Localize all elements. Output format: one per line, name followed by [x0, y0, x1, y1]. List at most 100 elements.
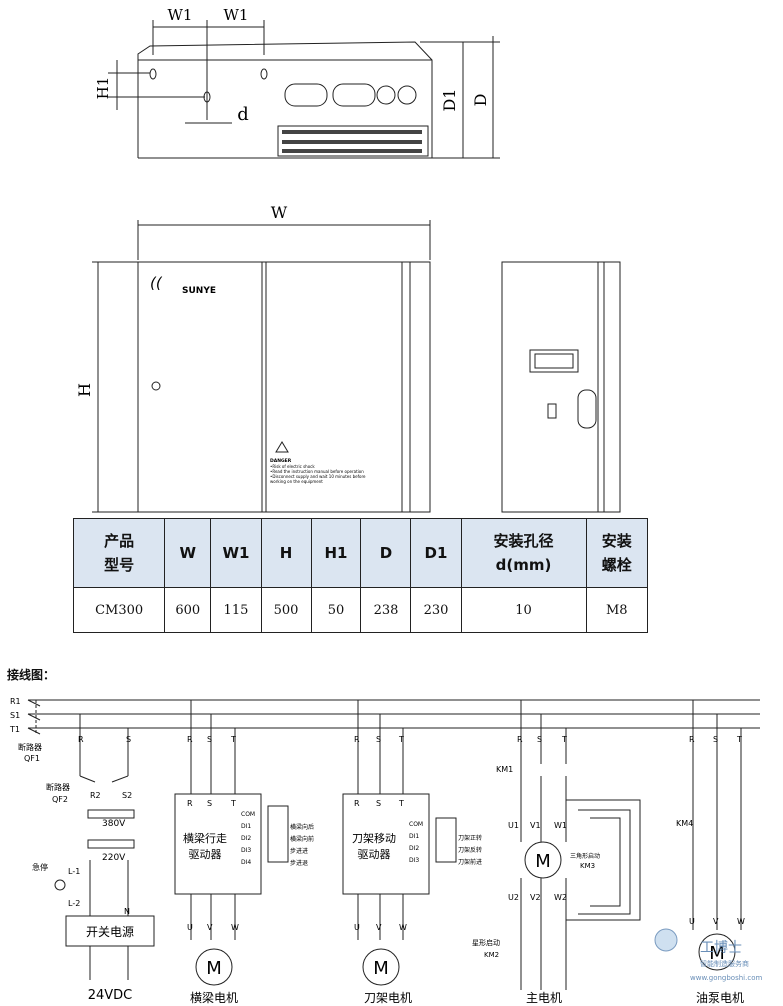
km1-label: KM1 [496, 765, 513, 774]
d2-w: W [399, 923, 407, 932]
km3-label: KM3 [580, 862, 595, 870]
header-h: H [260, 518, 312, 588]
qf1-code: QF1 [24, 754, 40, 763]
ps-l2: L-2 [68, 899, 80, 908]
bus-s1: S1 [10, 711, 20, 720]
d1-w: W [231, 923, 239, 932]
drive1-di1: DI1 [241, 823, 251, 830]
cell-h: 500 [260, 587, 312, 633]
d2-in-t: T [398, 799, 404, 808]
d-label: D [471, 94, 490, 107]
d1-t: T [230, 735, 236, 744]
warning-line-4: working on the equipment [270, 479, 323, 484]
star-label: 三角形启动 [570, 852, 600, 860]
ps-s2: S2 [122, 791, 132, 800]
estop-label: 急停 [32, 862, 48, 872]
cell-w1: 115 [210, 587, 262, 633]
d1-in-s: S [207, 799, 212, 808]
top-view-drawing: W1 W1 H1 d D1 D [94, 6, 500, 159]
drive2-title-1: 刀架移动 [352, 832, 396, 845]
cell-w: 600 [164, 587, 212, 633]
bus-t1: T1 [9, 725, 20, 734]
drive1-di4: DI4 [241, 859, 251, 866]
ps-l1: L-1 [68, 867, 80, 876]
drive1-title-2: 驱动器 [189, 848, 222, 861]
watermark-tagline: 智能制造服务商 [700, 959, 749, 968]
warning-line-1: •Risk of electric shock [270, 464, 315, 469]
drive1-func-1: 横梁向后 [290, 823, 314, 831]
mm-v1: V1 [530, 821, 541, 830]
pump-v: V [713, 917, 719, 926]
watermark-logo: 工博士 [700, 939, 742, 956]
bus-r1: R1 [10, 697, 21, 706]
d1-label: D1 [440, 88, 459, 111]
cell-d: 238 [360, 587, 412, 633]
w1-label-b: W1 [224, 6, 249, 24]
warning-line-3: •Disconnect supply and wait 10 minutes b… [270, 474, 366, 479]
d2-in-r: R [354, 799, 360, 808]
ps-r2: R2 [90, 791, 101, 800]
qf2-code: QF2 [52, 795, 68, 804]
ps-output: 24VDC [88, 988, 133, 1003]
d2-r: R [354, 735, 360, 744]
drive2-title-2: 驱动器 [358, 848, 391, 861]
ps-380v: 380V [102, 819, 126, 829]
cell-bolt: M8 [585, 587, 649, 633]
d2-motor-m: M [373, 958, 389, 979]
d2-u: U [354, 923, 360, 932]
d2-s: S [376, 735, 381, 744]
pump-s: S [713, 735, 718, 744]
header-w: W [164, 518, 212, 588]
cell-d1: 230 [410, 587, 462, 633]
warning-title: DANGER [270, 458, 292, 464]
ps-r: R [78, 735, 84, 744]
mm-t: T [561, 735, 567, 744]
d1-in-t: T [230, 799, 236, 808]
d1-in-r: R [187, 799, 193, 808]
d2-t: T [398, 735, 404, 744]
mm-u1: U1 [508, 821, 519, 830]
drive2-func-3: 刀架前进 [458, 858, 482, 866]
drive1-com: COM [241, 811, 255, 818]
cell-h1: 50 [310, 587, 362, 633]
drive1-func-3: 步进进 [290, 847, 308, 855]
drive1-di3: DI3 [241, 847, 251, 854]
drive2-di1: DI1 [409, 833, 419, 840]
mm-s: S [537, 735, 542, 744]
ps-n: N [124, 907, 130, 916]
header-d1: D1 [410, 518, 462, 588]
d2-v: V [376, 923, 382, 932]
pump-motor-label: 油泵电机 [696, 991, 744, 1005]
d1-s: S [207, 735, 212, 744]
pump-motor-m: M [709, 943, 725, 964]
pump-w: W [737, 917, 745, 926]
mm-u2: U2 [508, 893, 519, 902]
watermark-mascot-icon [654, 928, 678, 952]
warning-line-2: •Read the instruction manual before oper… [270, 469, 364, 474]
cell-hole: 10 [460, 587, 587, 633]
drive1-func-4: 步进退 [290, 859, 308, 867]
drive1-di2: DI2 [241, 835, 251, 842]
header-model: 产品型号 [72, 518, 166, 588]
wiring-title: 接线图： [7, 668, 56, 682]
d1-u: U [187, 923, 193, 932]
front-view-drawing: W H (( SUNYE DANGER •Risk of electric sh… [75, 203, 621, 513]
mm-v2: V2 [530, 893, 541, 902]
drive2-func-1: 刀架正转 [458, 834, 482, 842]
cell-model: CM300 [72, 587, 166, 633]
drive2-di3: DI3 [409, 857, 419, 864]
header-w1: W1 [210, 518, 262, 588]
d1-v: V [207, 923, 213, 932]
km2-label: KM2 [484, 951, 499, 959]
wiring-diagram: R1 S1 T1 断路器 QF1 R S 断路器 QF2 R2 S2 380V … [9, 697, 762, 1005]
km4-label: KM4 [676, 819, 693, 828]
pump-u: U [689, 917, 695, 926]
drive1-motor-label: 横梁电机 [190, 990, 238, 1005]
drive2-motor-label: 刀架电机 [364, 991, 412, 1005]
watermark-site: www.gongboshi.com [690, 974, 762, 982]
brand-name: SUNYE [182, 286, 216, 296]
brand-logo: (( [150, 274, 163, 292]
mm-w1: W1 [554, 821, 567, 830]
